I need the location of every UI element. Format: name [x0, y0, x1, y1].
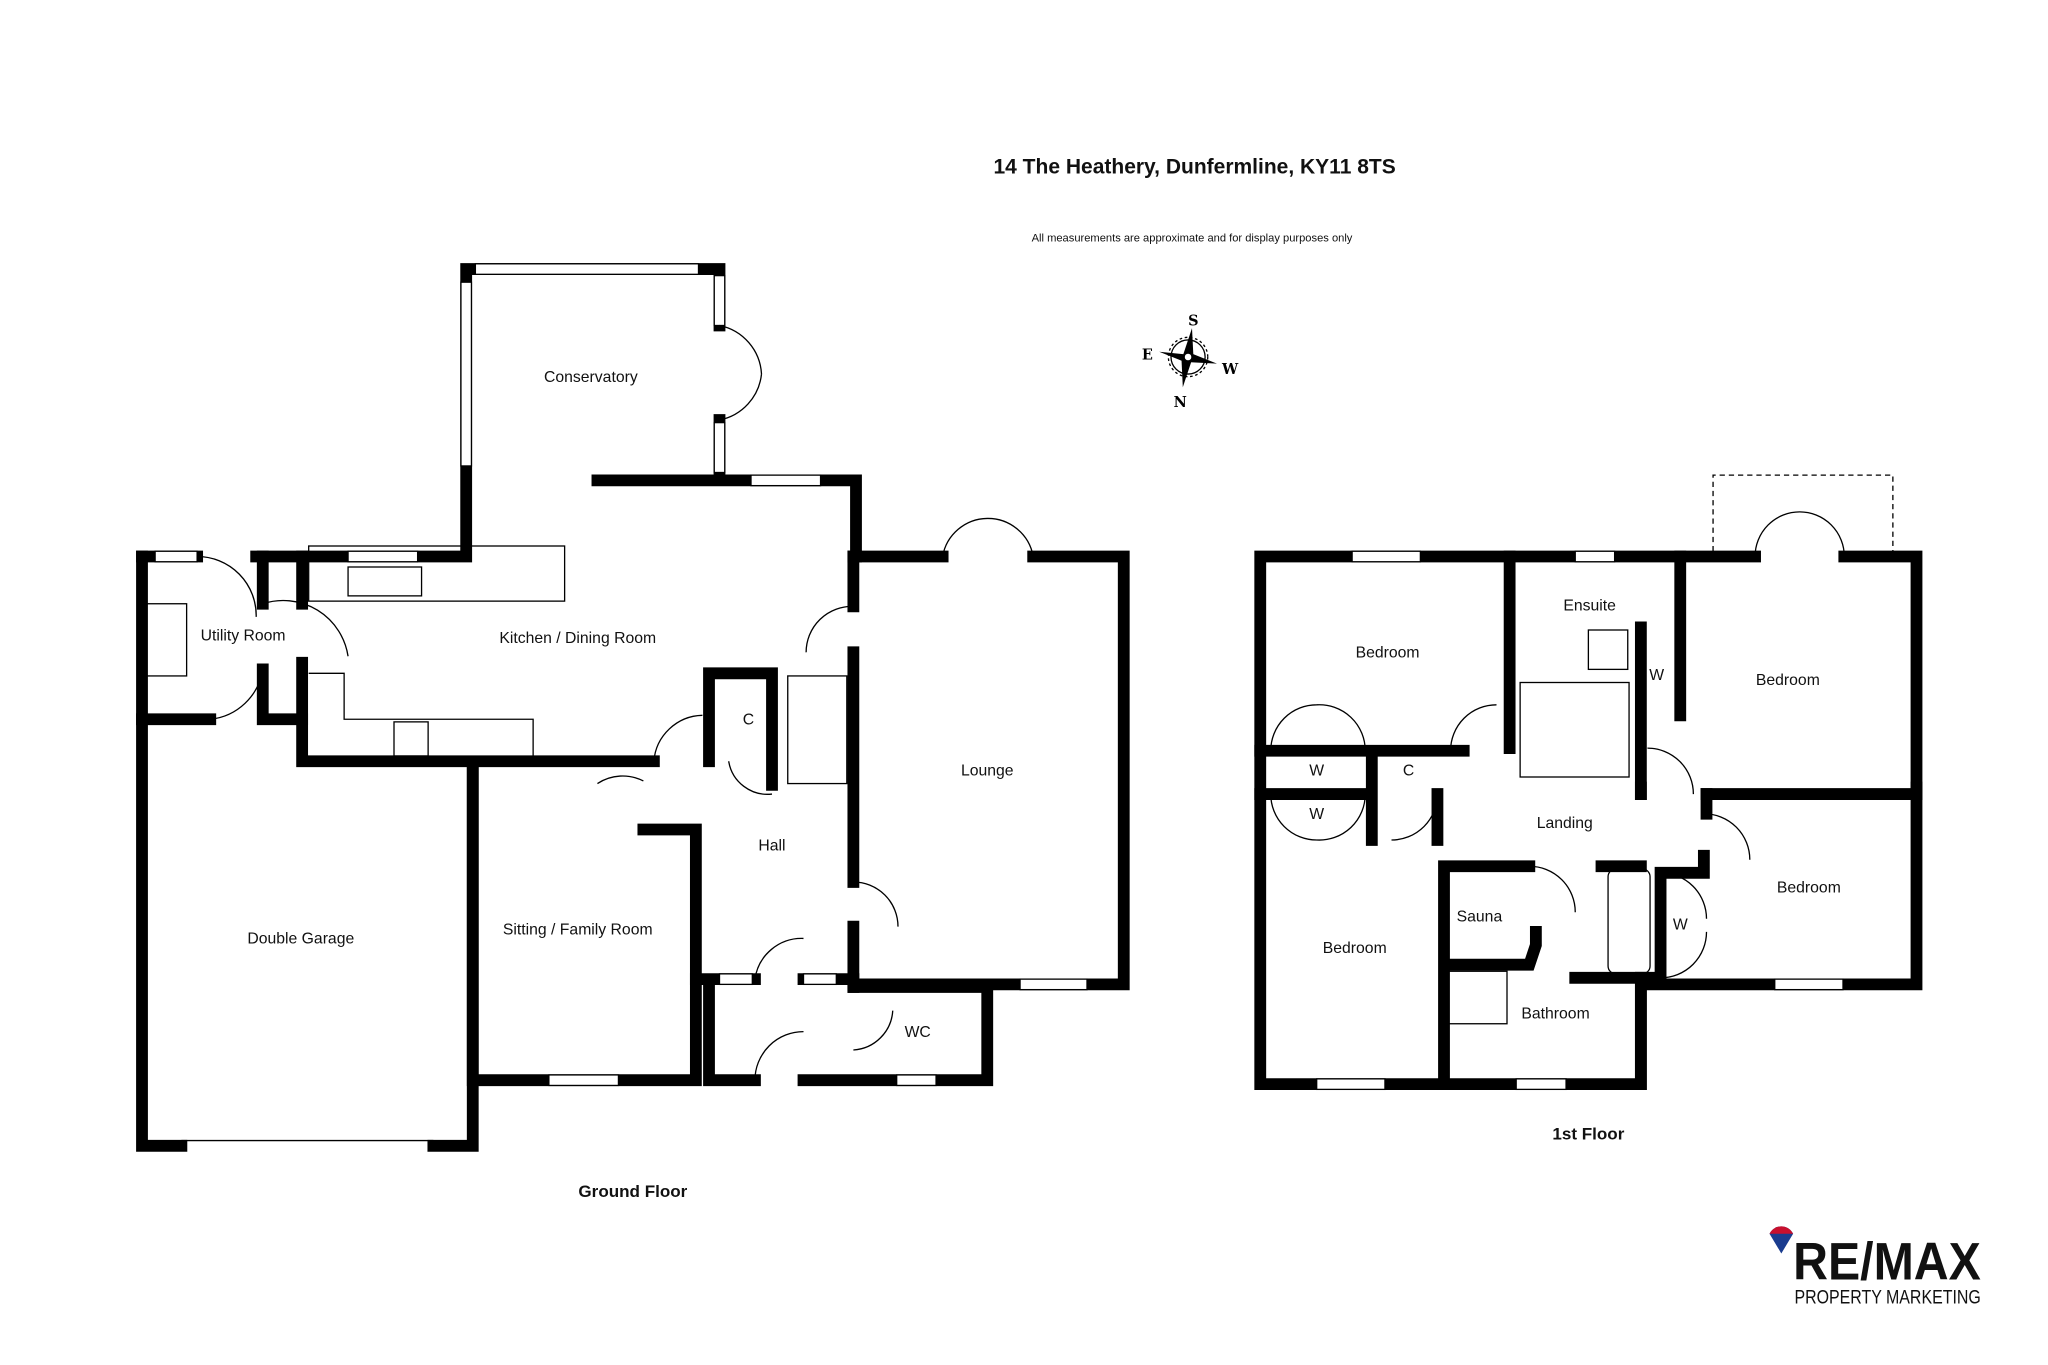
room-cupboard-1f: C [1403, 763, 1414, 780]
logo-subtitle: PROPERTY MARKETING [1794, 1286, 1980, 1308]
wardrobe-2: W [1309, 806, 1324, 823]
room-garage: Double Garage [247, 931, 354, 948]
room-utility: Utility Room [201, 628, 286, 645]
room-conservatory: Conservatory [544, 369, 638, 386]
ground-floor-plan: Conservatory Utility Room Kitchen / Dini… [136, 263, 1130, 1201]
room-lounge: Lounge [961, 763, 1014, 780]
room-bedroom-3: Bedroom [1777, 880, 1841, 897]
compass-north: N [1174, 394, 1187, 411]
room-hall: Hall [758, 838, 785, 855]
page-title: 14 The Heathery, Dunfermline, KY11 8TS [993, 155, 1395, 178]
wardrobe-ensuite: W [1649, 667, 1664, 684]
wardrobe-1: W [1309, 763, 1324, 780]
compass-icon: S E W N [1142, 313, 1239, 411]
room-bedroom-2: Bedroom [1756, 672, 1820, 689]
room-sauna: Sauna [1457, 908, 1503, 925]
room-bedroom-4: Bedroom [1323, 940, 1387, 957]
compass-west: W [1221, 361, 1239, 378]
disclaimer: All measurements are approximate and for… [1032, 233, 1353, 245]
ground-floor-label: Ground Floor [578, 1182, 687, 1201]
room-landing: Landing [1537, 815, 1593, 832]
first-floor-label: 1st Floor [1552, 1124, 1624, 1143]
room-kitchen: Kitchen / Dining Room [499, 630, 656, 647]
room-bedroom-1: Bedroom [1356, 645, 1420, 662]
compass-east: E [1142, 347, 1153, 364]
wardrobe-3: W [1673, 916, 1688, 933]
logo-brand: RE/MAX [1793, 1233, 1981, 1292]
remax-logo: RE/MAX PROPERTY MARKETING [1769, 1226, 1981, 1308]
room-sitting: Sitting / Family Room [503, 922, 653, 939]
first-floor-plan: Bedroom Ensuite Bedroom W W C Landing W … [1254, 474, 1923, 1143]
room-cupboard: C [743, 712, 754, 729]
room-ensuite: Ensuite [1563, 597, 1616, 614]
room-bathroom: Bathroom [1521, 1006, 1589, 1023]
compass-south: S [1188, 313, 1198, 330]
room-wc: WC [905, 1024, 931, 1041]
